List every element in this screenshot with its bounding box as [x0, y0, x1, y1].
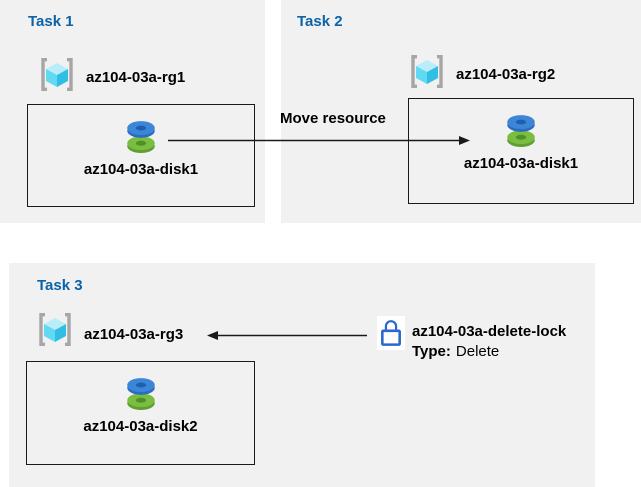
task2-resource-group-label: az104-03a-rg2: [456, 66, 556, 83]
task2-resource-label: az104-03a-disk1: [463, 155, 579, 172]
disk-icon: [122, 120, 160, 157]
task2-resource-box: az104-03a-disk1: [408, 98, 634, 204]
move-resource-arrow: [168, 136, 470, 145]
delete-lock-type-row: Type:Delete: [412, 342, 566, 362]
resource-group-icon: [35, 311, 75, 348]
move-resource-label: Move resource: [280, 110, 386, 127]
task3-resource-box: az104-03a-disk2: [26, 361, 255, 465]
delete-lock-arrow: [207, 331, 367, 340]
delete-lock-text: az104-03a-delete-lock Type:Delete: [412, 322, 566, 362]
disk-icon: [502, 114, 540, 151]
task1-resource-group-label: az104-03a-rg1: [86, 69, 186, 86]
task1-title: Task 1: [28, 13, 74, 30]
task1-resource-label: az104-03a-disk1: [83, 161, 199, 178]
resource-group-icon: [407, 53, 447, 90]
task3-title: Task 3: [37, 277, 83, 294]
task1-resource-box: az104-03a-disk1: [27, 104, 255, 207]
task1-panel: Task 1 az104-03a-rg1: [0, 0, 265, 223]
task2-panel: Task 2 az104-03a-rg2: [281, 0, 641, 223]
resource-group-icon: [37, 56, 77, 93]
disk-icon: [122, 377, 160, 414]
delete-lock-type-label: Type:: [412, 343, 451, 360]
task3-resource-group-label: az104-03a-rg3: [84, 326, 184, 343]
task3-resource-label: az104-03a-disk2: [83, 418, 198, 435]
delete-lock-type-value: Delete: [455, 343, 500, 360]
lock-icon: [377, 316, 405, 350]
task2-title: Task 2: [297, 13, 343, 30]
delete-lock-name: az104-03a-delete-lock: [412, 323, 567, 340]
task3-panel: Task 3 az104-03a-rg3 az104-03a-delete: [9, 263, 595, 487]
